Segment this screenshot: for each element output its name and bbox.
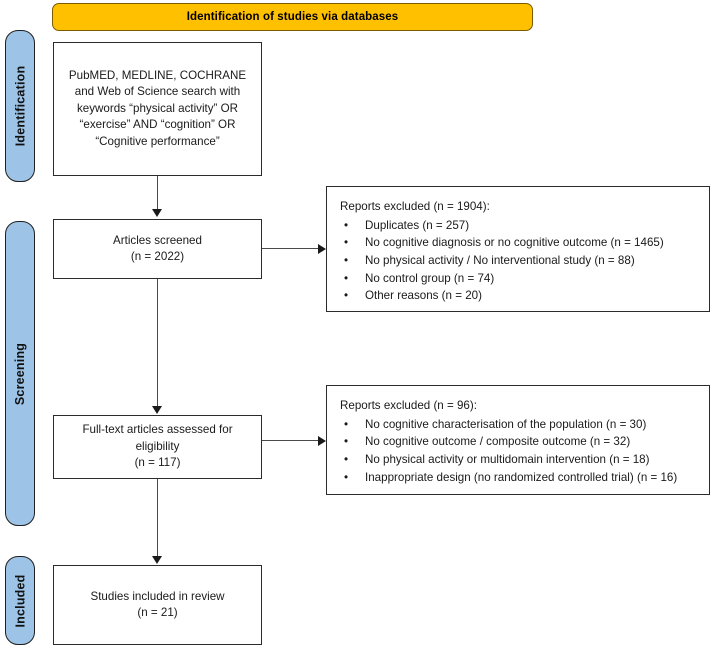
list-item: • No physical activity or multidomain in… [340,451,699,469]
excluded-screening-title: Reports excluded (n = 1904): [340,200,490,213]
connector-screened-to-excluded [262,248,320,250]
connector-screened-to-fulltext [157,279,159,408]
stage-pill-identification: Identification [5,30,35,182]
stage-pill-included: Included [5,556,35,645]
bullet-icon: • [344,254,349,268]
excluded-eligibility-list: • No cognitive characterisation of the p… [340,416,699,486]
bullet-icon: • [344,218,349,232]
bullet-icon: • [344,236,349,250]
box-articles-screened-text: Articles screened (n = 2022) [113,233,202,263]
arrow-down-icon [152,209,162,217]
box-reports-excluded-screening: Reports excluded (n = 1904): • Duplicate… [326,186,710,312]
list-item-text: No physical activity / No interventional… [365,254,635,268]
box-fulltext-assessed-text: Full-text articles assessed for eligibil… [82,423,233,470]
list-item-text: No cognitive characterisation of the pop… [365,417,647,431]
bullet-icon: • [344,435,349,449]
box-fulltext-assessed: Full-text articles assessed for eligibil… [53,415,262,479]
list-item: • Inappropriate design (no randomized co… [340,469,699,487]
excluded-eligibility-title: Reports excluded (n = 96): [340,399,477,412]
list-item: • No cognitive characterisation of the p… [340,416,699,434]
list-item: • No control group (n = 74) [340,270,699,288]
list-item: • Other reasons (n = 20) [340,287,699,305]
box-studies-included-text: Studies included in review (n = 21) [90,589,225,619]
arrow-right-icon [318,243,326,254]
box-studies-included: Studies included in review (n = 21) [53,565,262,645]
box-reports-excluded-eligibility: Reports excluded (n = 96): • No cognitiv… [326,385,710,495]
arrow-right-icon [318,435,326,446]
list-item-text: Inappropriate design (no randomized cont… [365,470,678,484]
list-item-text: Other reasons (n = 20) [365,289,482,303]
box-database-search: PubMED, MEDLINE, COCHRANE and Web of Sci… [53,42,262,176]
box-database-search-text: PubMED, MEDLINE, COCHRANE and Web of Sci… [68,68,247,148]
stage-label-screening: Screening [13,342,27,405]
arrow-down-icon [152,556,162,564]
list-item: • No cognitive outcome / composite outco… [340,433,699,451]
list-item-text: Duplicates (n = 257) [365,218,470,232]
list-item: • Duplicates (n = 257) [340,217,699,235]
connector-search-to-screened [157,176,159,212]
list-item: • No cognitive diagnosis or no cognitive… [340,234,699,252]
box-articles-screened: Articles screened (n = 2022) [53,219,262,279]
bullet-icon: • [344,470,349,484]
bullet-icon: • [344,271,349,285]
banner-title: Identification of studies via databases [186,11,399,23]
stage-label-included: Included [13,574,27,627]
excluded-screening-list: • Duplicates (n = 257) • No cognitive di… [340,217,699,305]
stage-pill-screening: Screening [5,221,35,526]
connector-fulltext-to-included [157,479,159,558]
list-item-text: No control group (n = 74) [365,271,495,285]
stage-label-identification: Identification [13,65,28,147]
identification-banner: Identification of studies via databases [52,3,533,31]
bullet-icon: • [344,417,349,431]
bullet-icon: • [344,289,349,303]
bullet-icon: • [344,453,349,467]
connector-fulltext-to-excluded [262,440,320,442]
list-item-text: No cognitive outcome / composite outcome… [365,435,631,449]
arrow-down-icon [152,406,162,414]
list-item-text: No physical activity or multidomain inte… [365,453,650,467]
list-item: • No physical activity / No intervention… [340,252,699,270]
list-item-text: No cognitive diagnosis or no cognitive o… [365,236,664,250]
